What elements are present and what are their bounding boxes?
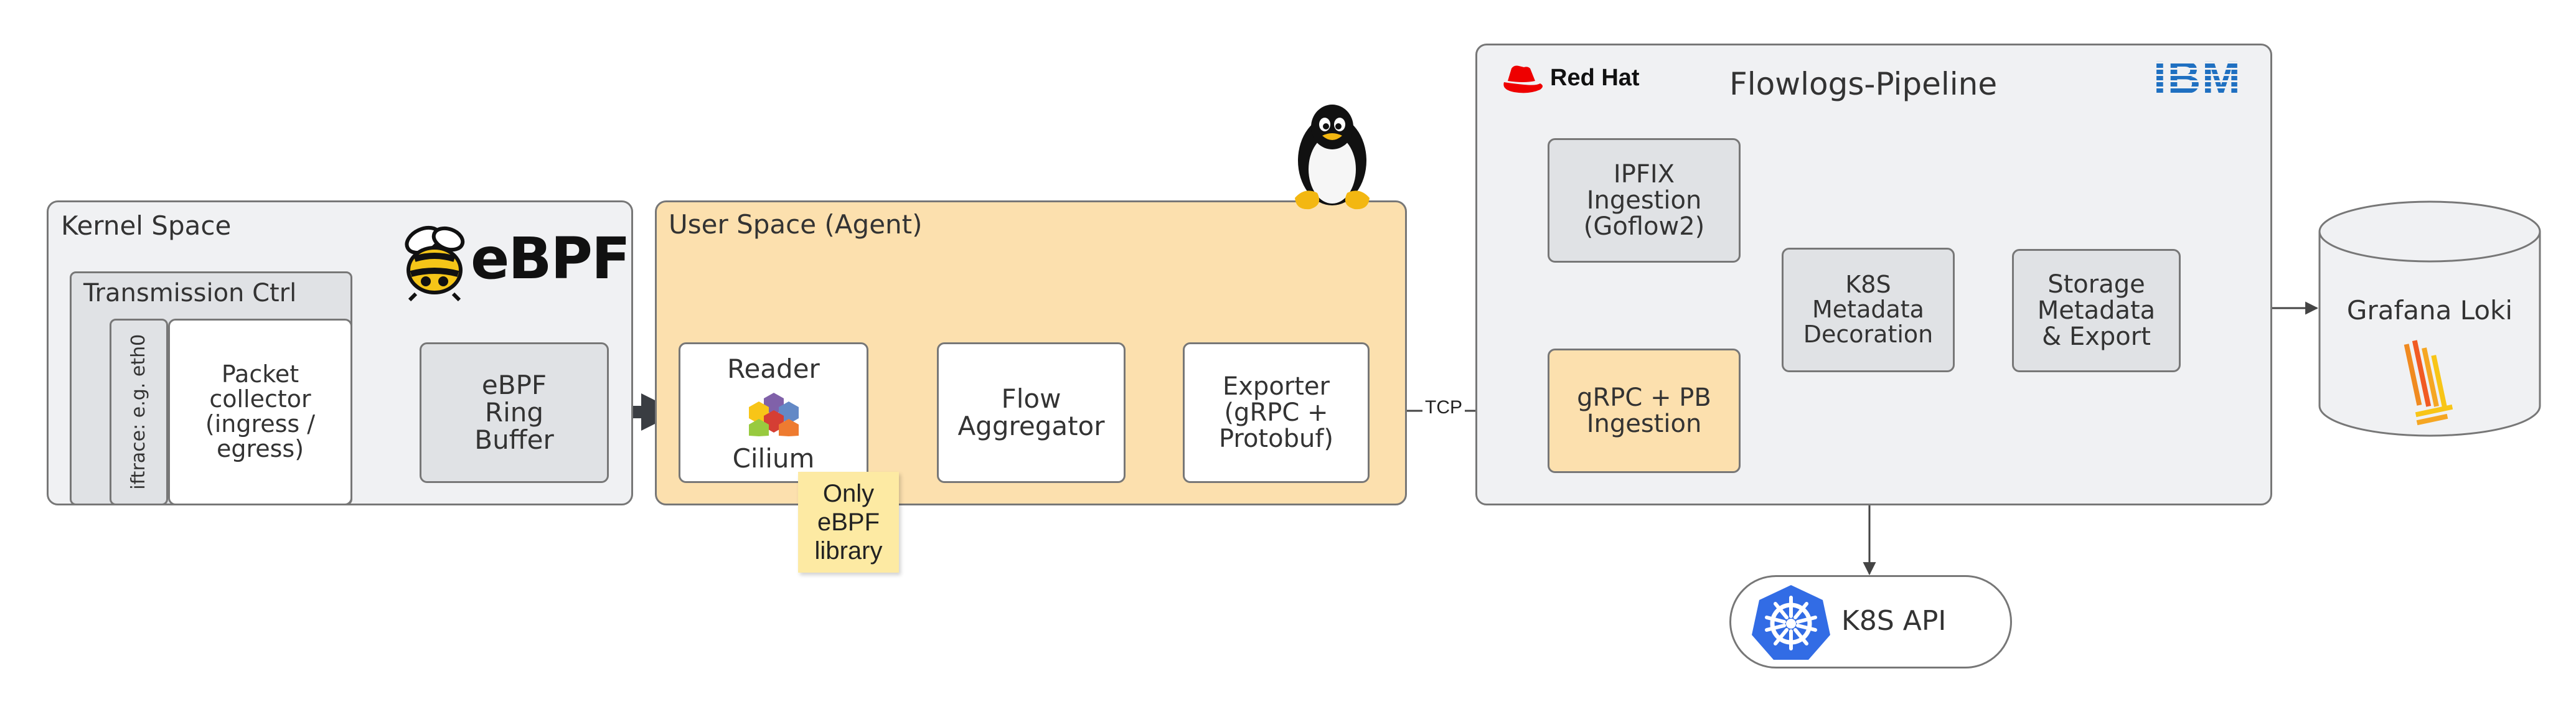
flow-aggregator-box: Flow Aggregator	[937, 342, 1126, 483]
arrow-ringbuffer-to-reader	[609, 393, 679, 431]
k8s-api-label: K8S API	[1841, 605, 1947, 637]
exporter-box: Exporter (gRPC + Protobuf)	[1183, 342, 1370, 483]
packet-collector-box: Packet collector (ingress / egress)	[168, 319, 352, 505]
ebpf-logo: eBPF	[396, 220, 631, 301]
cilium-icon	[748, 393, 799, 436]
ipfix-ingestion-box: IPFIX Ingestion (Goflow2)	[1548, 138, 1741, 263]
grpc-pb-ingestion-box: gRPC + PB Ingestion	[1548, 349, 1741, 473]
redhat-hat-icon	[1503, 65, 1543, 93]
loki-icon	[2404, 340, 2453, 426]
iftrace-box: iftrace: e.g. eth0	[110, 319, 168, 505]
kernel-space-title: Kernel Space	[61, 210, 232, 241]
redhat-logo: Red Hat	[1499, 61, 1648, 101]
flowlogs-pipeline-title: Flowlogs-Pipeline	[1729, 66, 1998, 102]
redhat-logo-text: Red Hat	[1550, 65, 1640, 91]
k8s-metadata-decoration-box: K8S Metadata Decoration	[1782, 248, 1955, 372]
ebpf-logo-text: eBPF	[471, 225, 631, 292]
reader-box: Reader Cilium	[679, 342, 868, 483]
ebpf-library-note: Only eBPF library	[798, 472, 899, 573]
grafana-loki-cylinder	[2318, 200, 2541, 437]
cilium-label: Cilium	[732, 443, 815, 474]
iftrace-label: iftrace: e.g. eth0	[128, 334, 150, 490]
ibm-logo: IBM	[2153, 52, 2242, 103]
reader-label: Reader	[727, 354, 820, 384]
tux-penguin-icon	[1295, 105, 1370, 210]
grafana-loki-label: Grafana Loki	[2346, 295, 2513, 326]
bee-icon	[405, 225, 465, 301]
transmission-ctrl-title: Transmission Ctrl	[83, 279, 297, 307]
storage-metadata-export-box: Storage Metadata & Export	[2012, 249, 2181, 372]
tcp-label: TCP	[1422, 397, 1465, 418]
ring-buffer-box: eBPF Ring Buffer	[420, 342, 609, 483]
user-space-title: User Space (Agent)	[669, 209, 923, 240]
kubernetes-icon	[1752, 585, 1830, 660]
